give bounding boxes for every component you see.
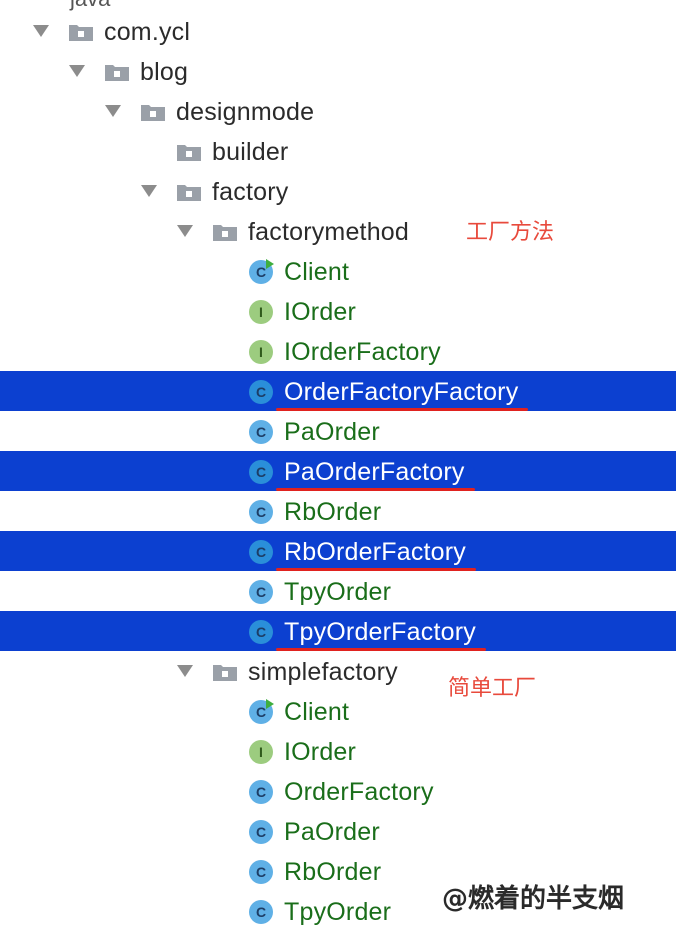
tree-node-blog[interactable]: blog — [0, 51, 676, 91]
expand-arrow-icon[interactable] — [69, 65, 85, 77]
class-icon: C — [248, 539, 274, 565]
expand-arrow-icon[interactable] — [177, 665, 193, 677]
tree-node-class[interactable]: C PaOrder — [0, 411, 676, 451]
class-label: RbOrder — [284, 858, 382, 886]
svg-text:C: C — [256, 464, 266, 480]
runnable-class-icon: C — [248, 699, 274, 725]
svg-text:C: C — [256, 584, 266, 600]
svg-text:I: I — [259, 744, 263, 760]
class-label: RbOrderFactory — [284, 538, 467, 566]
highlight-underline — [276, 568, 477, 571]
highlight-underline — [276, 648, 486, 651]
class-icon: C — [248, 379, 274, 405]
expand-arrow-icon[interactable] — [141, 185, 157, 197]
class-label: PaOrderFactory — [284, 458, 465, 486]
tree-node-class[interactable]: C TpyOrder — [0, 571, 676, 611]
tree-node-class[interactable]: C RbOrder — [0, 491, 676, 531]
class-icon: C — [248, 819, 274, 845]
class-icon: C — [248, 579, 274, 605]
tree-node-class[interactable]: C OrderFactoryFactory — [0, 371, 676, 411]
svg-text:C: C — [256, 424, 266, 440]
class-label: IOrderFactory — [284, 338, 441, 366]
tree-node-factory[interactable]: factory — [0, 171, 676, 211]
package-label: designmode — [176, 98, 315, 126]
class-label: TpyOrderFactory — [284, 618, 476, 646]
class-label: PaOrder — [284, 818, 380, 846]
svg-text:C: C — [256, 544, 266, 560]
tree-node-class[interactable]: C OrderFactory — [0, 771, 676, 811]
expand-arrow-icon[interactable] — [177, 225, 193, 237]
annotation-simple-factory: 简单工厂 — [448, 676, 537, 701]
svg-text:I: I — [259, 304, 263, 320]
package-label: factorymethod — [248, 218, 410, 246]
interface-icon: I — [248, 739, 274, 765]
class-label: OrderFactoryFactory — [284, 378, 519, 406]
package-folder-icon — [140, 102, 166, 122]
package-folder-icon — [212, 662, 238, 682]
package-folder-icon — [104, 62, 130, 82]
package-label: simplefactory — [248, 658, 398, 686]
package-folder-icon — [176, 142, 202, 162]
expand-arrow-icon[interactable] — [33, 25, 49, 37]
class-label: PaOrder — [284, 418, 380, 446]
tree-node-builder[interactable]: builder — [0, 131, 676, 171]
package-folder-icon — [212, 222, 238, 242]
tree-node-class[interactable]: C Client — [0, 251, 676, 291]
class-label: Client — [284, 258, 350, 286]
svg-text:C: C — [256, 384, 266, 400]
class-icon: C — [248, 899, 274, 925]
class-icon: C — [248, 779, 274, 805]
tree-node-class[interactable]: C PaOrderFactory — [0, 451, 676, 491]
tree-node-designmode[interactable]: designmode — [0, 91, 676, 131]
tree-node-class[interactable]: C RbOrderFactory — [0, 531, 676, 571]
tree-node-factorymethod[interactable]: factorymethod — [0, 211, 676, 251]
class-label: TpyOrder — [284, 898, 392, 926]
svg-text:C: C — [256, 784, 266, 800]
svg-text:I: I — [259, 344, 263, 360]
class-icon: C — [248, 419, 274, 445]
svg-text:C: C — [256, 904, 266, 920]
svg-text:C: C — [256, 264, 266, 280]
tree-node-com-ycl[interactable]: com.ycl — [0, 11, 676, 51]
svg-text:C: C — [256, 824, 266, 840]
annotation-factory-method: 工厂方法 — [466, 220, 555, 245]
tree-node-simplefactory[interactable]: simplefactory — [0, 651, 676, 691]
class-label: IOrder — [284, 298, 357, 326]
class-label: TpyOrder — [284, 578, 392, 606]
class-icon: C — [248, 619, 274, 645]
class-label: OrderFactory — [284, 778, 434, 806]
clipped-parent-label: java — [70, 0, 110, 12]
highlight-underline — [276, 408, 529, 411]
class-icon: C — [248, 499, 274, 525]
class-label: IOrder — [284, 738, 357, 766]
svg-text:C: C — [256, 504, 266, 520]
tree-node-class[interactable]: C Client — [0, 691, 676, 731]
package-folder-icon — [176, 182, 202, 202]
runnable-class-icon: C — [248, 259, 274, 285]
tree-node-class[interactable]: C PaOrder — [0, 811, 676, 851]
class-icon: C — [248, 459, 274, 485]
package-label: builder — [212, 138, 289, 166]
package-label: blog — [140, 58, 189, 86]
svg-text:C: C — [256, 864, 266, 880]
package-label: factory — [212, 178, 289, 206]
highlight-underline — [276, 488, 475, 491]
interface-icon: I — [248, 299, 274, 325]
tree-node-class[interactable]: I IOrder — [0, 731, 676, 771]
tree-node-class[interactable]: C TpyOrder — [0, 891, 676, 931]
svg-text:C: C — [256, 704, 266, 720]
class-label: Client — [284, 698, 350, 726]
class-label: RbOrder — [284, 498, 382, 526]
watermark: @燃着的半支烟 — [442, 884, 625, 914]
class-icon: C — [248, 859, 274, 885]
tree-node-class[interactable]: C RbOrder — [0, 851, 676, 891]
tree-node-class[interactable]: I IOrder — [0, 291, 676, 331]
tree-node-class[interactable]: C TpyOrderFactory — [0, 611, 676, 651]
svg-text:C: C — [256, 624, 266, 640]
package-label: com.ycl — [104, 18, 191, 46]
expand-arrow-icon[interactable] — [105, 105, 121, 117]
tree-node-class[interactable]: I IOrderFactory — [0, 331, 676, 371]
interface-icon: I — [248, 339, 274, 365]
package-folder-icon — [68, 22, 94, 42]
